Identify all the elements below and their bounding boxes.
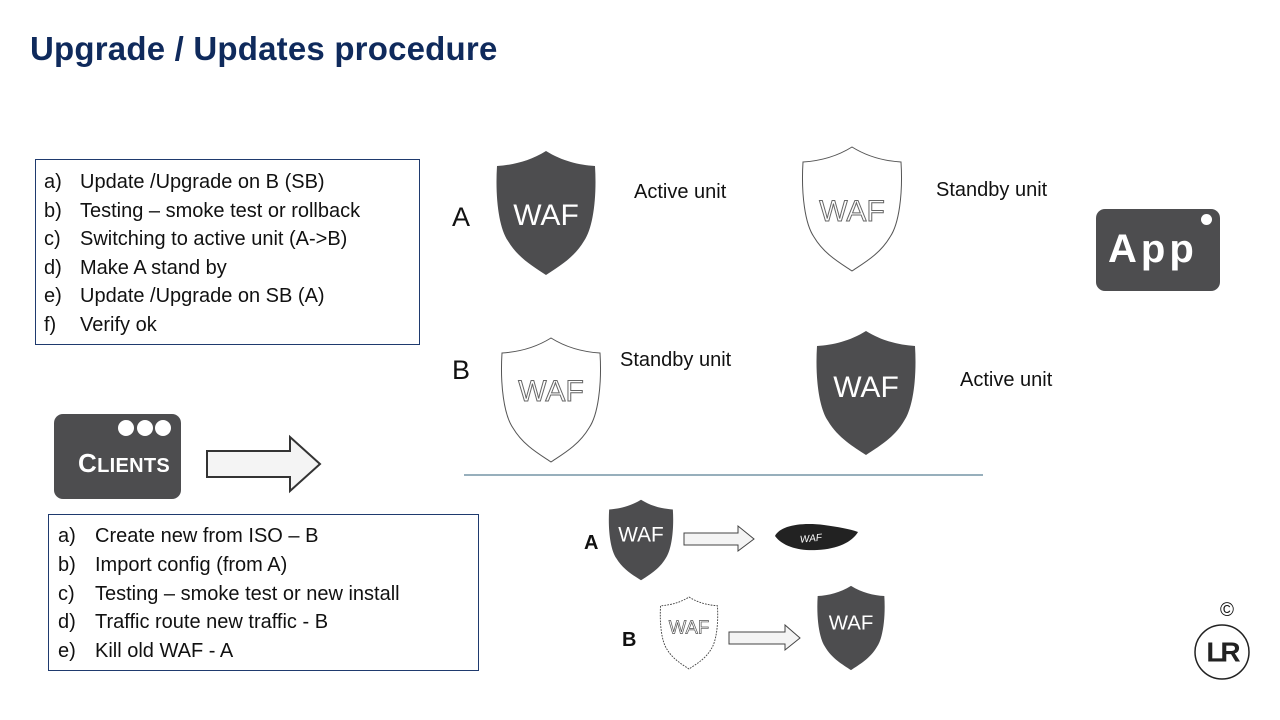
waf-shield-label: WAF xyxy=(833,371,899,404)
list-item: e) Update /Upgrade on SB (A) xyxy=(44,282,419,311)
list-text: Update /Upgrade on SB (A) xyxy=(80,285,325,308)
a-before-status: Active unit xyxy=(634,181,727,203)
list-item: d) Make A stand by xyxy=(44,254,419,283)
lower-waf-b-dashed-shield: WAF xyxy=(659,596,719,670)
list-text: Testing – smoke test or new install xyxy=(95,582,400,605)
waf-shield-label: WAF xyxy=(618,524,663,547)
lower-waf-b-new-shield: WAF xyxy=(817,585,885,671)
list-marker: d) xyxy=(58,611,76,634)
new-install-steps-box: a) Create new from ISO – B b) Import confi… xyxy=(48,514,479,671)
waf-a-active-shield: WAF xyxy=(496,151,596,275)
lower-row-b-label: B xyxy=(622,629,637,651)
b-after-status: Active unit xyxy=(960,369,1053,391)
app-label: App xyxy=(1108,227,1198,271)
row-a-label: A xyxy=(452,202,471,232)
list-item: a) Create new from ISO – B xyxy=(58,522,478,551)
list-item: c) Testing – smoke test or new install xyxy=(58,580,478,609)
list-marker: f) xyxy=(44,313,57,336)
page-title: Upgrade / Updates procedure xyxy=(30,30,498,67)
lr-logo: LR xyxy=(1194,624,1250,680)
clients-label: CLIENTS xyxy=(78,448,170,479)
list-text: Kill old WAF - A xyxy=(95,640,234,663)
list-text: Make A stand by xyxy=(80,256,227,279)
list-item: c) Switching to active unit (A->B) xyxy=(44,225,419,254)
list-marker: b) xyxy=(44,199,62,222)
copyright-symbol: © xyxy=(1220,600,1234,621)
list-marker: b) xyxy=(58,553,76,576)
list-marker: a) xyxy=(44,171,62,193)
list-marker: e) xyxy=(44,285,62,308)
upgrade-steps-list: a) Update /Upgrade on B (SB) b) Testing – … xyxy=(36,160,419,340)
waf-shield-label: WAF xyxy=(513,199,579,232)
dead-waf-shape: WAF xyxy=(775,524,858,551)
list-item: a) Update /Upgrade on B (SB) xyxy=(44,168,419,197)
list-item: e) Kill old WAF - A xyxy=(58,637,478,666)
lower-b-arrow xyxy=(728,623,801,652)
list-text: Update /Upgrade on B (SB) xyxy=(80,171,325,193)
waf-shield-label: WAF xyxy=(669,616,710,637)
clients-card: CLIENTS xyxy=(54,414,181,499)
waf-shield-label: WAF xyxy=(819,195,885,228)
list-text: Traffic route new traffic - B xyxy=(95,611,329,634)
list-text: Import config (from A) xyxy=(95,553,288,576)
waf-shield-label: WAF xyxy=(518,375,584,408)
clients-dot xyxy=(118,420,134,436)
b-before-status: Standby unit xyxy=(620,349,732,371)
app-card: App xyxy=(1096,209,1220,291)
app-dot xyxy=(1201,214,1212,225)
clients-dot xyxy=(155,420,171,436)
lower-waf-a-shield: WAF xyxy=(608,499,674,581)
waf-a-standby-shield: WAF xyxy=(801,146,903,272)
row-b-label: B xyxy=(452,355,471,385)
list-marker: c) xyxy=(58,582,75,605)
dead-waf-label: WAF xyxy=(799,532,823,545)
waf-b-active-shield: WAF xyxy=(816,331,916,455)
list-item: b) Testing – smoke test or rollback xyxy=(44,197,419,226)
a-after-status: Standby unit xyxy=(936,179,1048,201)
clients-arrow xyxy=(206,434,322,494)
list-text: Switching to active unit (A->B) xyxy=(80,228,348,251)
upgrade-steps-box: a) Update /Upgrade on B (SB) b) Testing – … xyxy=(35,159,420,345)
list-text: Create new from ISO – B xyxy=(95,525,319,547)
list-item: b) Import config (from A) xyxy=(58,551,478,580)
list-marker: d) xyxy=(44,256,62,279)
list-text: Testing – smoke test or rollback xyxy=(80,199,361,222)
list-marker: c) xyxy=(44,228,61,251)
list-marker: a) xyxy=(58,525,76,547)
list-item: d) Traffic route new traffic - B xyxy=(58,608,478,637)
list-item: f) Verify ok xyxy=(44,311,419,340)
waf-b-standby-shield: WAF xyxy=(500,337,602,463)
lr-logo-text: LR xyxy=(1206,636,1240,667)
lower-a-arrow xyxy=(683,524,755,552)
lower-row-a-label: A xyxy=(584,532,599,554)
new-install-steps-list: a) Create new from ISO – B b) Import confi… xyxy=(49,515,478,666)
clients-label-cap: C xyxy=(78,448,98,478)
clients-label-rest: LIENTS xyxy=(97,455,170,477)
waf-shield-label: WAF xyxy=(829,612,874,634)
clients-dot xyxy=(137,420,153,436)
list-text: Verify ok xyxy=(80,313,157,336)
list-marker: e) xyxy=(58,640,76,663)
